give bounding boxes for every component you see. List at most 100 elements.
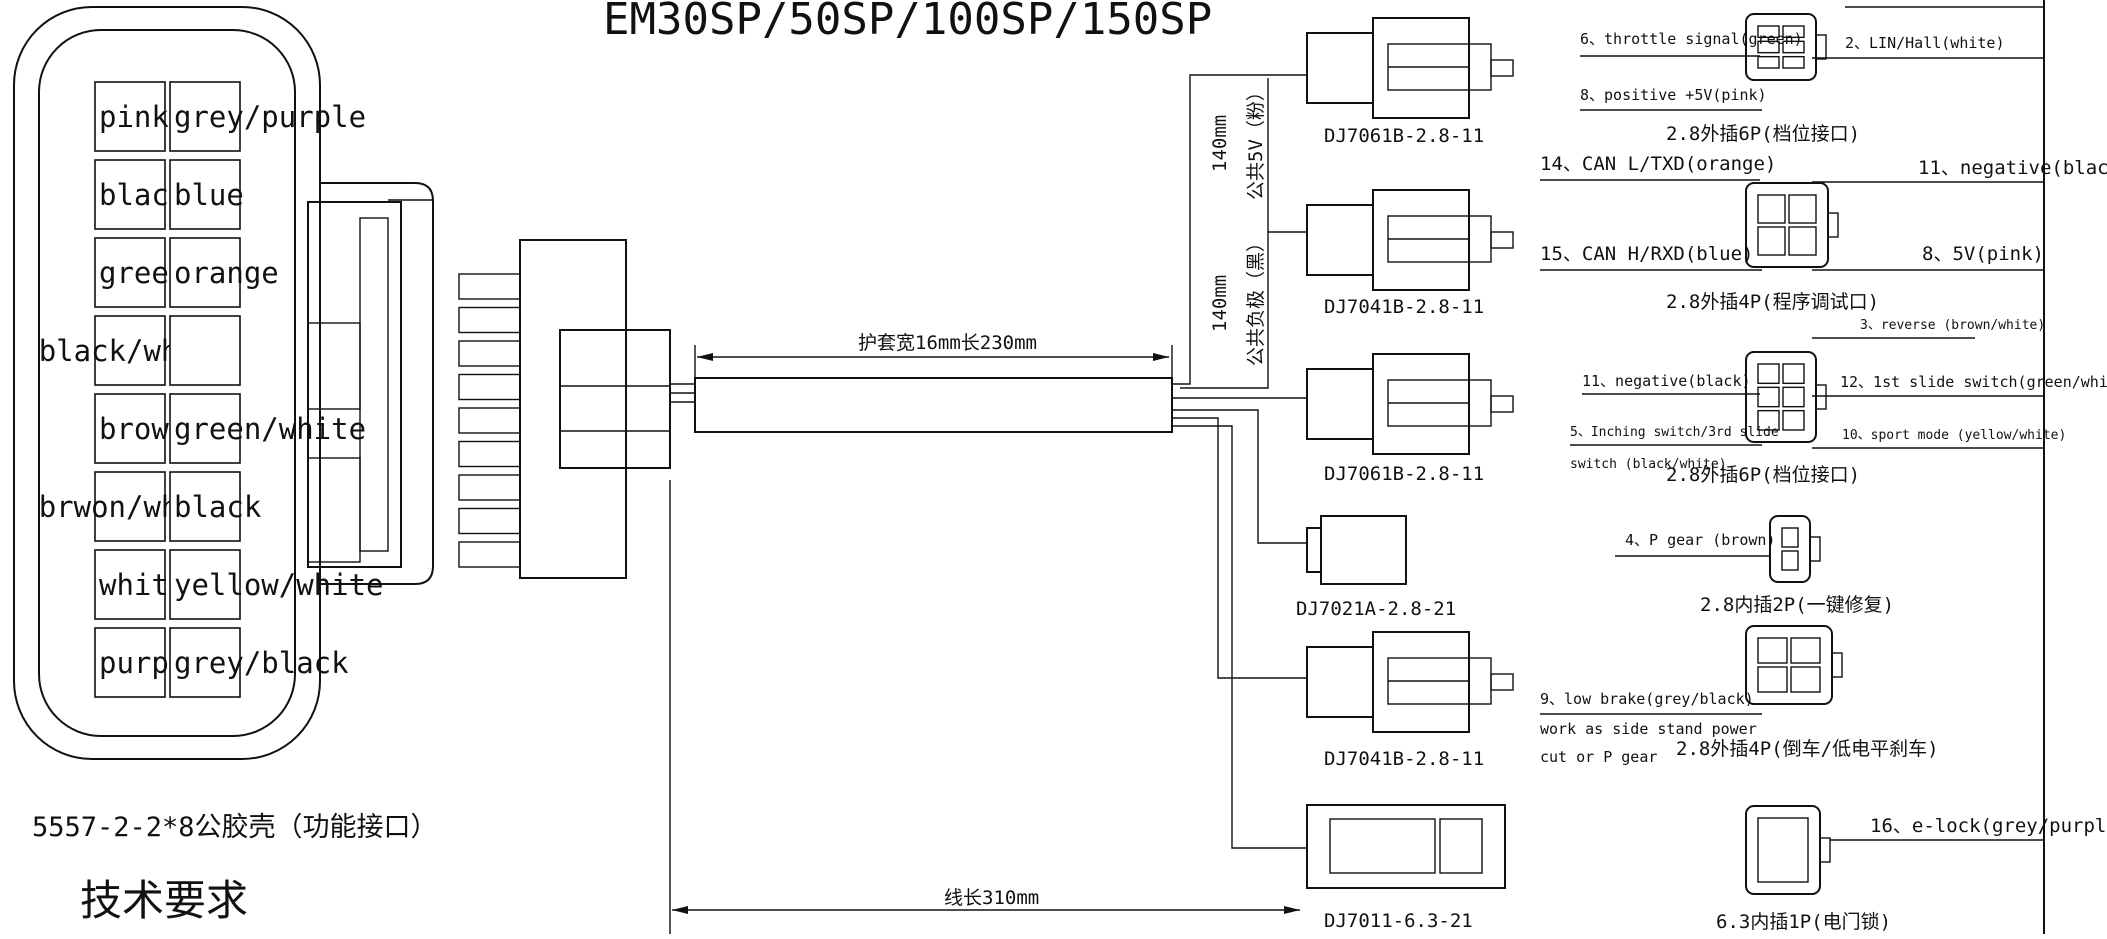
pin-label: 10、sport mode (yellow/white) <box>1842 428 2066 443</box>
face-cavity <box>1757 25 1780 39</box>
main-connector-caption: 5557-2-2*8公胶壳（功能接口） <box>32 812 438 843</box>
pin-cell-label: orange <box>174 256 279 290</box>
connector-part-number: DJ7011-6.3-21 <box>1324 910 1473 932</box>
connector-body <box>1306 804 1506 889</box>
housing-pin-stub <box>458 474 521 501</box>
branch-dimensions: 140mm 公共5V（粉） 140mm 公共负极（黑） <box>1209 78 1269 366</box>
connector-terminal <box>1468 43 1492 91</box>
sheath-spec-label: 护套宽16mm长230mm <box>858 332 1037 354</box>
face-cavity <box>1757 40 1780 54</box>
wire-to-connector-2 <box>1180 231 1307 389</box>
latch-inner <box>359 217 389 552</box>
face-view-6: 6.3内插1P(电门锁) <box>1716 805 1891 933</box>
connector-caption: 2.8内插2P(一键修复) <box>1700 594 1894 616</box>
branch-connector-4: DJ7021A-2.8-21 <box>1296 515 1456 620</box>
main-connector-inner-shell <box>38 29 296 737</box>
face-cavity <box>1757 55 1780 69</box>
connector-terminal <box>1439 818 1483 874</box>
face-cavity <box>1782 409 1805 431</box>
branch-note-2: 公共负极（黑） <box>1245 233 1267 366</box>
connector-terminal <box>1468 379 1492 427</box>
connector-pin-tip <box>1490 395 1514 413</box>
pin-label: work as side stand power <box>1540 720 1757 738</box>
connector-terminal <box>1468 215 1492 263</box>
housing-pin-stub <box>458 373 521 401</box>
latch-plate <box>307 201 402 568</box>
sheath-sleeve <box>694 377 1173 433</box>
housing-pin-stub <box>458 306 521 334</box>
face-cavity <box>1757 637 1788 664</box>
pin-label: 9、low brake(grey/black) <box>1540 690 1754 708</box>
face-cavity <box>1782 363 1805 385</box>
branch-connector-6: DJ7011-6.3-21 <box>1306 804 1506 932</box>
branch-connector-5: DJ7041B-2.8-11 <box>1306 631 1514 770</box>
connector-pin-tip <box>1490 59 1514 77</box>
sheath-arrow-left <box>697 353 713 361</box>
housing-body <box>519 239 627 579</box>
connector-flange <box>1306 527 1322 573</box>
face-view-4: 2.8内插2P(一键修复) <box>1700 515 1894 616</box>
face-key <box>1815 34 1827 60</box>
sheath-arrow-right <box>1153 353 1169 361</box>
face-cavity <box>1782 25 1805 39</box>
face-outline <box>1769 515 1811 583</box>
face-cavity <box>1788 194 1817 224</box>
face-cavity <box>1782 40 1805 54</box>
face-outline <box>1745 805 1821 895</box>
connector-face-views: 2.8外插6P(档位接口)2.8外插4P(程序调试口)2.8外插6P(档位接口)… <box>1540 13 2107 933</box>
pin-label: 11、negative(black) <box>1582 372 1751 390</box>
pin-label: 2、LIN/Hall(white) <box>1845 34 2005 52</box>
connector-part-number: DJ7041B-2.8-11 <box>1324 296 1484 318</box>
pin-cell <box>94 393 166 464</box>
pin-label: 4、P gear (brown) <box>1625 531 1775 549</box>
pin-label: 8、5V(pink) <box>1922 243 2044 265</box>
face-cavity <box>1757 817 1809 883</box>
connector-caption: 2.8外插6P(档位接口) <box>1666 123 1860 145</box>
housing-pin-stub <box>458 541 521 568</box>
pin-label: 14、CAN L/TXD(orange) <box>1540 153 1776 175</box>
connector-pin-tip <box>1490 673 1514 691</box>
housing-pin-stub <box>458 507 521 535</box>
branch-dim-2: 140mm <box>1209 275 1231 332</box>
pin-cell <box>94 627 166 698</box>
housing-pin-stub <box>458 440 521 468</box>
housing-pin-stubs <box>458 273 521 568</box>
pin-label: cut or P gear <box>1540 748 1657 766</box>
branch-connectors: DJ7061B-2.8-11DJ7041B-2.8-11DJ7061B-2.8-… <box>1296 17 1514 932</box>
connector-caption: 2.8外插4P(倒车/低电平刹车) <box>1676 738 1939 760</box>
pin-cell <box>94 315 166 386</box>
pin-cell-label: grey/black <box>174 646 349 680</box>
diagram-title: EM30SP/50SP/100SP/150SP <box>603 0 1212 45</box>
connector-boot <box>1306 646 1374 718</box>
branch-connector-2: DJ7041B-2.8-11 <box>1306 189 1514 318</box>
branch-connector-1: DJ7061B-2.8-11 <box>1306 17 1514 147</box>
pin-cell <box>169 81 241 152</box>
face-cavity <box>1790 637 1821 664</box>
connector-terminal <box>1468 657 1492 705</box>
connector-cavity <box>1329 818 1436 874</box>
face-key <box>1809 536 1821 562</box>
pin-cell-label: grey/purple <box>174 100 366 134</box>
wire-length-arrow-right <box>1284 906 1300 914</box>
face-key <box>1831 652 1843 678</box>
connector-boot <box>1306 204 1374 276</box>
connector-boot <box>1306 368 1374 440</box>
face-cavity <box>1757 409 1780 431</box>
branch-note-1: 公共5V（粉） <box>1245 82 1267 200</box>
pin-label: 12、1st slide switch(green/white) <box>1840 373 2107 391</box>
latch-block-1 <box>307 322 361 410</box>
connector-part-number: DJ7021A-2.8-21 <box>1296 598 1456 620</box>
main-connector-outer-shell <box>13 6 321 760</box>
housing-pin-stub <box>458 273 521 300</box>
pin-cell-label: blue <box>174 178 244 212</box>
pin-label: switch (black/white) <box>1570 457 1727 472</box>
connector-part-number: DJ7061B-2.8-11 <box>1324 125 1484 147</box>
pin-cell <box>94 237 166 308</box>
pin-cell <box>94 159 166 230</box>
wire-length-label: 线长310mm <box>944 887 1039 909</box>
connector-caption: 2.8外插4P(程序调试口) <box>1666 291 1879 313</box>
wire-to-connector-5 <box>1172 417 1307 679</box>
main-connector-latch <box>320 182 434 585</box>
